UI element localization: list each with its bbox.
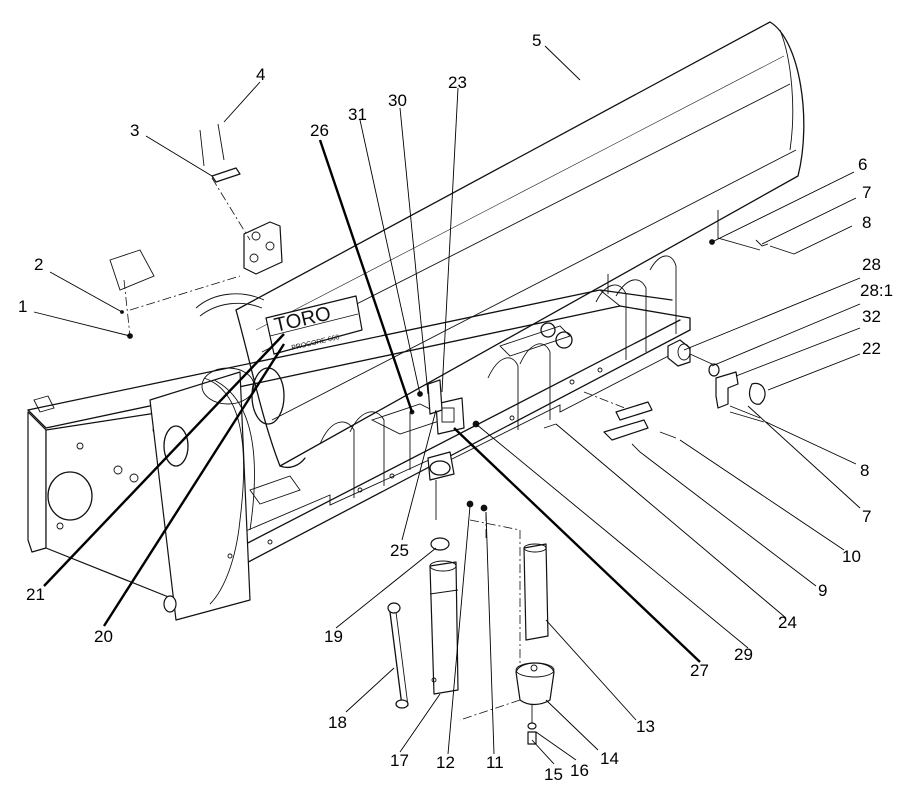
center-hardware [409,379,677,453]
callout-4: 4 [256,65,265,84]
callout-19: 19 [324,627,343,646]
callout-3: 3 [130,121,139,140]
callout-7-bottom: 7 [862,507,871,526]
callout-20: 20 [94,627,113,646]
callout-9: 9 [818,581,827,600]
callout-31: 31 [348,105,367,124]
callout-28-1: 28:1 [860,281,893,300]
callout-22: 22 [862,339,881,358]
callout-13: 13 [636,717,655,736]
callout-16: 16 [570,761,589,780]
callout-11: 11 [486,753,504,772]
callout-30: 30 [388,91,407,110]
callout-12: 12 [436,753,455,772]
callout-23: 23 [448,73,467,92]
callout-28: 28 [862,255,881,274]
callout-14: 14 [600,749,619,768]
toro-decal: TORO PROCORE 660 [265,295,363,355]
callout-26: 26 [310,121,329,140]
lower-assemblies [387,451,555,745]
callout-labels: 1 2 3 4 5 6 7 8 28 28:1 32 22 8 7 10 9 2… [18,31,893,784]
callout-10: 10 [842,547,861,566]
callout-17: 17 [390,751,409,770]
callout-7-top: 7 [862,183,871,202]
callout-21: 21 [26,585,45,604]
callout-24: 24 [778,613,797,632]
callout-8-bottom: 8 [860,461,869,480]
callout-18: 18 [328,713,347,732]
callout-25: 25 [390,541,409,560]
callout-1: 1 [18,297,27,316]
callout-2: 2 [34,255,43,274]
callout-6: 6 [858,155,867,174]
right-hardware [583,210,795,423]
callout-32: 32 [862,307,881,326]
callout-27: 27 [690,661,709,680]
callout-29: 29 [734,645,753,664]
top-bracket-assembly [109,123,283,339]
callout-8-top: 8 [862,213,871,232]
callout-15: 15 [544,765,563,784]
callout-5: 5 [532,31,541,50]
leader-lines [33,45,861,765]
